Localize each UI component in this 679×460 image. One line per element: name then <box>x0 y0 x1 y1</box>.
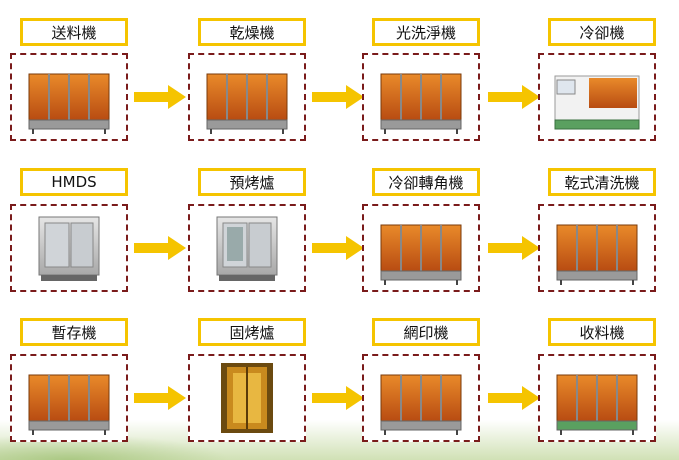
orange-printer-image <box>373 361 469 435</box>
arrow-right-icon <box>312 85 364 109</box>
arrow-right-icon <box>488 85 540 109</box>
grey-oven-image <box>199 211 295 285</box>
orange-tall-cabinet-image <box>199 60 295 134</box>
arrow-right-icon <box>312 386 364 410</box>
step-label: 乾式清洗機 <box>548 168 656 196</box>
machine-photo-frame <box>188 53 306 141</box>
step-label: 送料機 <box>20 18 128 46</box>
step-label: 固烤爐 <box>198 318 306 346</box>
step-label: 收料機 <box>548 318 656 346</box>
orange-corner-unit-image <box>373 211 469 285</box>
step-label: 預烤爐 <box>198 168 306 196</box>
orange-low-frame-image <box>21 361 117 435</box>
step-label: 乾燥機 <box>198 18 306 46</box>
orange-wide-cabinet-image <box>373 60 469 134</box>
machine-photo-frame <box>10 354 128 442</box>
orange-frame-cabinet-image <box>549 211 645 285</box>
step-label: 光洗淨機 <box>372 18 480 46</box>
machine-photo-frame <box>188 204 306 292</box>
arrow-right-icon <box>488 386 540 410</box>
arrow-right-icon <box>488 236 540 260</box>
orange-enclosure-conveyor-image <box>21 60 117 134</box>
machine-photo-frame <box>10 204 128 292</box>
machine-photo-frame <box>362 204 480 292</box>
step-label: 冷卻轉角機 <box>372 168 480 196</box>
grey-cabinet-image <box>21 211 117 285</box>
machine-photo-frame <box>538 53 656 141</box>
arrow-right-icon <box>134 386 186 410</box>
green-frame-line-image <box>549 60 645 134</box>
step-label: 網印機 <box>372 318 480 346</box>
machine-photo-frame <box>188 354 306 442</box>
step-label: 暫存機 <box>20 318 128 346</box>
orange-green-line-image <box>549 361 645 435</box>
machine-photo-frame <box>10 53 128 141</box>
orange-oven-interior-image <box>199 361 295 435</box>
step-label: HMDS <box>20 168 128 196</box>
machine-photo-frame <box>362 53 480 141</box>
arrow-right-icon <box>312 236 364 260</box>
step-label: 冷卻機 <box>548 18 656 46</box>
machine-photo-frame <box>362 354 480 442</box>
machine-photo-frame <box>538 354 656 442</box>
machine-photo-frame <box>538 204 656 292</box>
arrow-right-icon <box>134 85 186 109</box>
arrow-right-icon <box>134 236 186 260</box>
